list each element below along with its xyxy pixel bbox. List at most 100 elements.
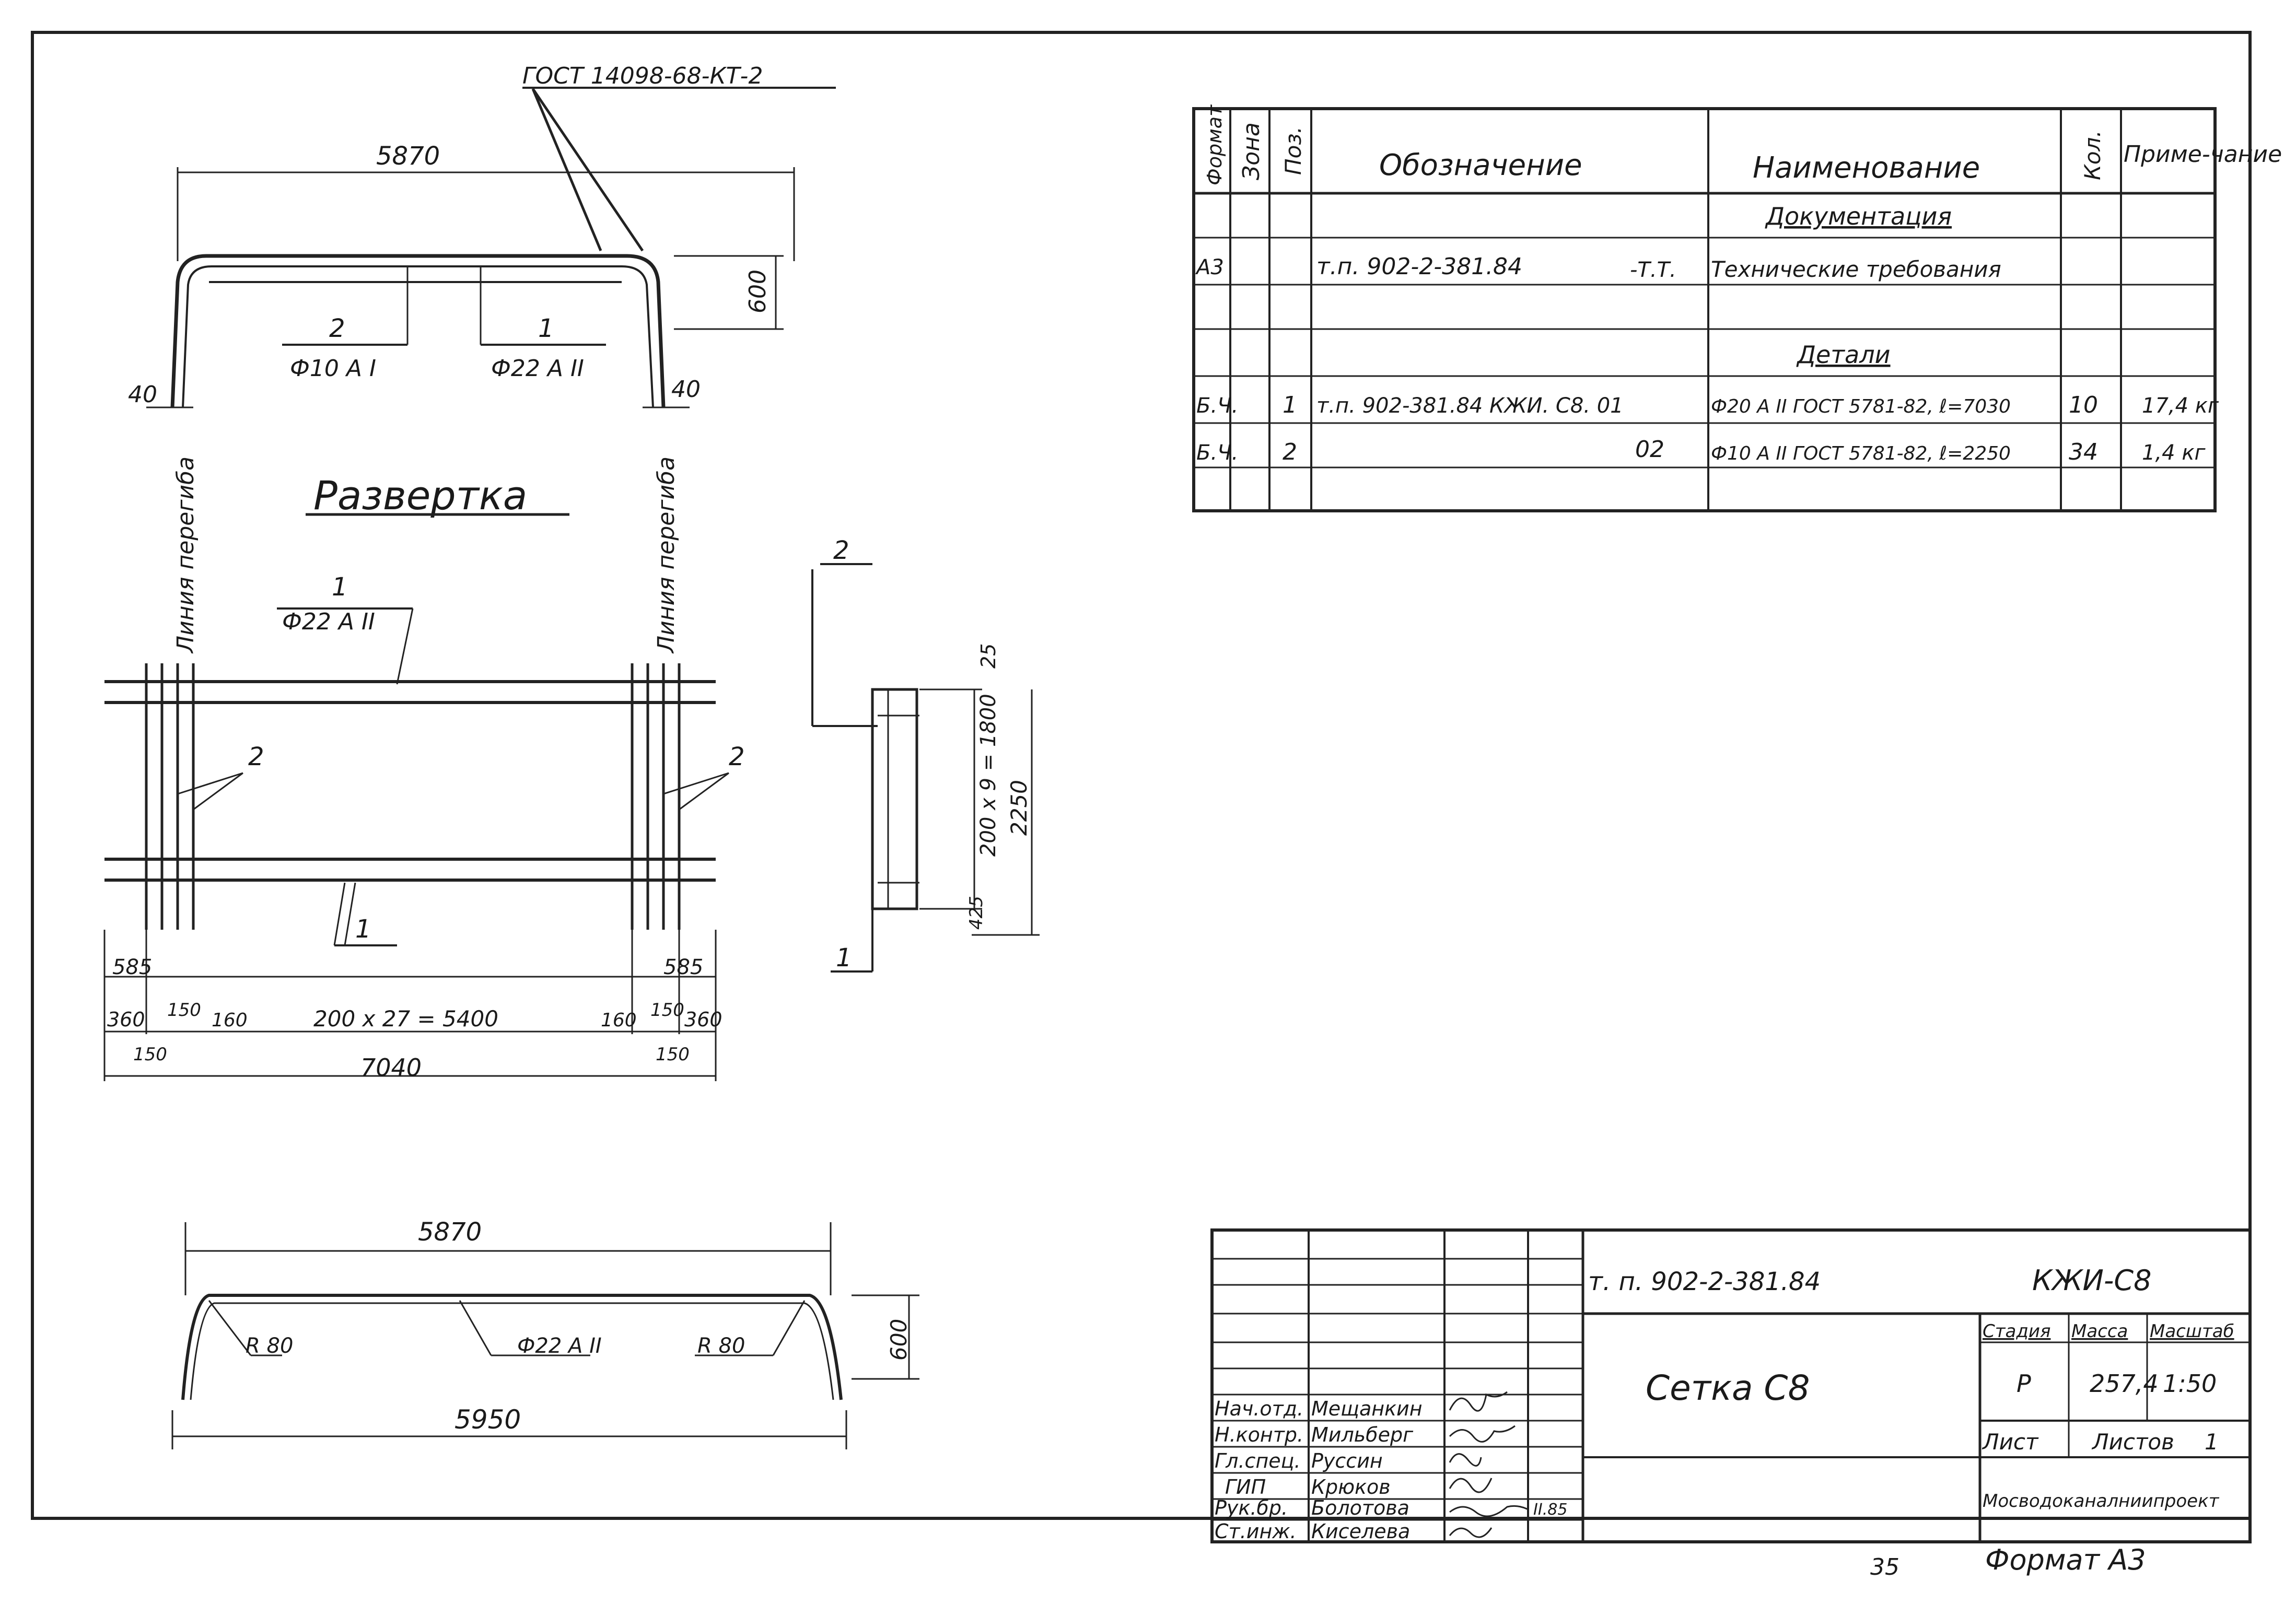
- development-title: Развертка: [313, 472, 527, 519]
- top-gost-ref: ГОСТ 14098-68-КТ-2: [522, 63, 763, 89]
- dim-150-under-right: 150: [656, 1044, 690, 1065]
- dim-spacing: 200 х 27 = 5400: [313, 1006, 498, 1032]
- dim-360-left: 360: [107, 1008, 145, 1031]
- tb-staff-role-2: Н.контр.: [1215, 1423, 1303, 1446]
- row2-designation: т.п. 902-381.84 КЖИ. С8. 01: [1316, 394, 1624, 418]
- tb-mass: 257,4: [2090, 1369, 2159, 1398]
- row3-pos: 2: [1283, 439, 1297, 465]
- dev-pos2-right: 2: [729, 742, 745, 771]
- header-format: Формат: [1203, 104, 1226, 185]
- bottom-bar: Ф22 А II: [517, 1334, 602, 1358]
- row1-name: Технические требования: [1711, 256, 2001, 282]
- top-pos1-dia: Ф22 А II: [491, 355, 584, 382]
- tb-mass-label: Масса: [2071, 1321, 2128, 1342]
- page-number: 35: [1870, 1554, 1899, 1580]
- tb-staff-name-5: Болотова: [1311, 1496, 1409, 1519]
- row2-qty: 10: [2069, 392, 2098, 418]
- top-right-end-dim: 40: [671, 376, 701, 403]
- dev-pos1-num: 1: [332, 572, 348, 602]
- top-length-dim: 5870: [376, 142, 440, 171]
- section-pos2: 2: [833, 536, 849, 565]
- tb-org: Мосводоканалниипроект: [1983, 1491, 2220, 1512]
- fold-line-right: Линия перегиба: [653, 456, 680, 654]
- row3-qty: 34: [2069, 439, 2098, 465]
- format-label: Формат А3: [1985, 1543, 2146, 1576]
- row1-format: А3: [1195, 255, 1224, 279]
- section-dim-25: 25: [977, 643, 1000, 669]
- dim-150-left: 150: [167, 1000, 201, 1021]
- tb-staff-name-2: Мильберг: [1311, 1423, 1414, 1446]
- dev-pos1-bottom: 1: [355, 915, 371, 944]
- section-docs: Документация: [1765, 202, 1952, 230]
- top-pos2-dia: Ф10 А I: [290, 355, 376, 382]
- dim-585-left: 585: [112, 955, 152, 979]
- row2-name: Ф20 А II ГОСТ 5781-82, ℓ=7030: [1711, 396, 2011, 417]
- section-view: [811, 563, 1040, 973]
- tb-date: II.85: [1533, 1501, 1567, 1519]
- tb-title: Сетка С8: [1646, 1368, 1810, 1408]
- dim-160-left: 160: [212, 1010, 248, 1031]
- development-grid: [103, 607, 729, 1081]
- tb-scale: 1:50: [2163, 1369, 2217, 1398]
- row3-name: Ф10 А II ГОСТ 5781-82, ℓ=2250: [1711, 443, 2011, 464]
- header-designation: Обозначение: [1379, 148, 1582, 182]
- dev-pos2-left: 2: [248, 742, 264, 771]
- dim-total: 7040: [360, 1053, 422, 1082]
- section-dim-425: 425: [966, 896, 987, 930]
- row1-designation: т.п. 902-2-381.84: [1316, 253, 1522, 280]
- section-dim-total: 2250: [1006, 780, 1032, 836]
- header-note: Приме-чание: [2124, 141, 2282, 168]
- row3-format: Б.Ч.: [1196, 441, 1238, 465]
- row1-designation-suffix: -Т.Т.: [1630, 258, 1676, 282]
- tb-staff-role-1: Нач.отд.: [1215, 1397, 1303, 1420]
- tb-sheet-label: Лист: [1982, 1429, 2039, 1455]
- tb-stage-label: Стадия: [1983, 1321, 2050, 1342]
- row2-format: Б.Ч.: [1196, 394, 1238, 418]
- dim-360-right: 360: [684, 1008, 722, 1031]
- bottom-radius-left: R 80: [246, 1334, 293, 1358]
- top-view: [146, 87, 836, 408]
- section-dim-spacing: 200 х 9 = 1800: [976, 694, 1000, 857]
- tb-stage: Р: [2017, 1369, 2031, 1398]
- tb-sheets: 1: [2205, 1429, 2219, 1455]
- top-left-end-dim: 40: [128, 381, 157, 408]
- top-pos1-num: 1: [538, 314, 554, 343]
- dim-160-right: 160: [601, 1010, 637, 1031]
- top-pos2-num: 2: [329, 314, 345, 343]
- tb-staff-role-6: Ст.инж.: [1215, 1520, 1297, 1543]
- tb-sheet-code: КЖИ-С8: [2032, 1264, 2151, 1297]
- tb-scale-label: Масштаб: [2150, 1321, 2234, 1342]
- header-zone: Зона: [1238, 122, 1265, 180]
- header-qty: Кол.: [2080, 130, 2105, 180]
- row3-note: 1,4 кг: [2142, 441, 2206, 465]
- bottom-view: [171, 1222, 919, 1449]
- header-pos: Поз.: [1280, 126, 1306, 175]
- bottom-length-top: 5870: [418, 1217, 482, 1247]
- bottom-radius-right: R 80: [697, 1334, 745, 1358]
- tb-staff-name-3: Руссин: [1311, 1449, 1383, 1472]
- tb-staff-role-4: ГИП: [1225, 1476, 1266, 1498]
- row3-designation-suffix: 02: [1635, 436, 1664, 463]
- dim-150-right: 150: [650, 1000, 684, 1021]
- title-block-grid: [1210, 1228, 2252, 1543]
- tb-staff-name-6: Киселева: [1311, 1520, 1410, 1543]
- section-pos1: 1: [836, 943, 852, 973]
- bottom-height: 600: [886, 1319, 912, 1361]
- sheet-border: [31, 31, 2252, 1520]
- tb-doc-code: т. п. 902-2-381.84: [1588, 1267, 1821, 1296]
- fold-line-left: Линия перегиба: [172, 456, 199, 654]
- signatures: [1449, 1391, 1529, 1538]
- tb-staff-role-5: Рук.бр.: [1215, 1496, 1288, 1519]
- dim-585-right: 585: [663, 955, 703, 979]
- tb-staff-role-3: Гл.спец.: [1215, 1449, 1301, 1472]
- section-parts: Детали: [1796, 341, 1891, 369]
- top-height-dim: 600: [744, 270, 771, 313]
- dev-pos1-dia: Ф22 А II: [282, 608, 375, 635]
- tb-staff-name-4: Крюков: [1311, 1476, 1391, 1498]
- tb-staff-name-1: Мещанкин: [1311, 1397, 1423, 1420]
- spec-table-grid: [1192, 107, 2217, 512]
- dim-150-under-left: 150: [133, 1044, 167, 1065]
- bottom-length-bottom: 5950: [454, 1404, 521, 1435]
- tb-sheets-label: Листов: [2091, 1429, 2174, 1455]
